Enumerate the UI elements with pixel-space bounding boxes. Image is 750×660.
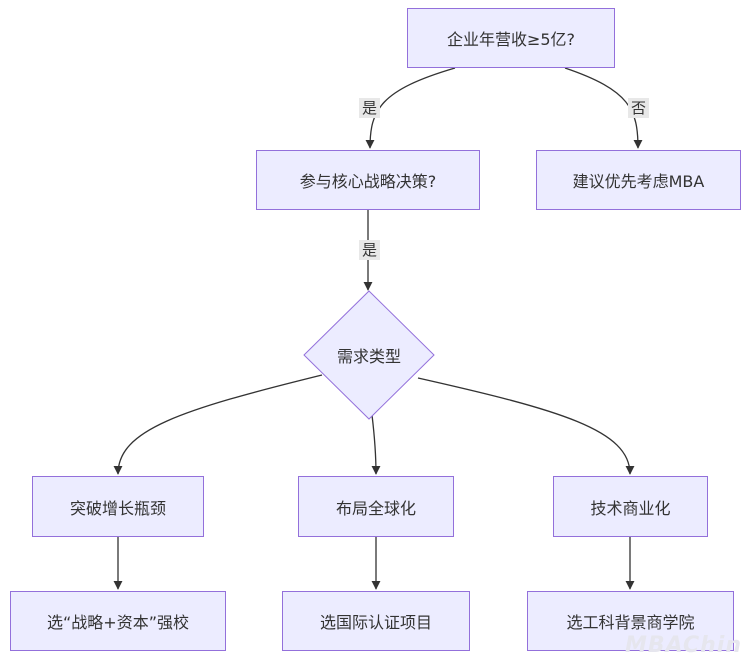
globalize-node: 布局全球化 xyxy=(298,476,454,537)
break-growth-node: 突破增长瓶颈 xyxy=(32,476,204,537)
edge-label-yes-2: 是 xyxy=(359,240,381,260)
edge-needtype-to-growth xyxy=(113,374,323,475)
edge-revenue-to-mba xyxy=(564,67,643,149)
choose-international-node: 选国际认证项目 xyxy=(282,591,470,651)
edge-needtype-to-tech xyxy=(417,377,635,475)
tech-commercial-node: 技术商业化 xyxy=(553,476,708,537)
revenue-decision-node: 企业年营收≥5亿? xyxy=(407,8,615,68)
choose-strategy-school-node: 选“战略+资本”强校 xyxy=(10,591,226,651)
watermark-logo: MBAChin xyxy=(624,633,742,658)
choose-tech-school-node: 选工科背景商学院 xyxy=(527,591,734,651)
need-type-diamond-shape xyxy=(303,290,435,420)
core-decision-node: 参与核心战略决策? xyxy=(256,150,480,210)
edge-label-yes-1: 是 xyxy=(359,98,381,118)
need-type-diamond-label: 需求类型 xyxy=(336,347,401,366)
suggest-mba-node: 建议优先考虑MBA xyxy=(536,150,741,210)
edge-revenue-to-core xyxy=(365,67,456,149)
edge-label-no-1: 否 xyxy=(628,98,650,118)
edge-needtype-to-global xyxy=(371,414,381,475)
